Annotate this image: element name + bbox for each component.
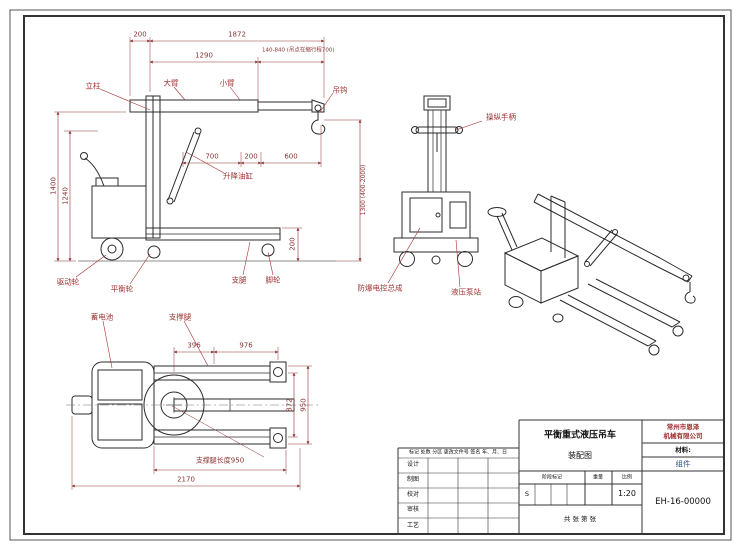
rear-view — [393, 95, 479, 267]
isometric-view — [487, 193, 696, 356]
top-view — [66, 361, 318, 449]
top-view-leaders — [102, 320, 209, 369]
rear-view-leaders — [387, 120, 483, 288]
side-view-dimensions — [54, 37, 362, 262]
side-view-leaders — [75, 86, 334, 285]
top-view-dimensions — [71, 347, 312, 490]
title-block-grid — [397, 419, 724, 534]
side-view — [78, 95, 336, 262]
sheet-border — [9, 9, 732, 541]
